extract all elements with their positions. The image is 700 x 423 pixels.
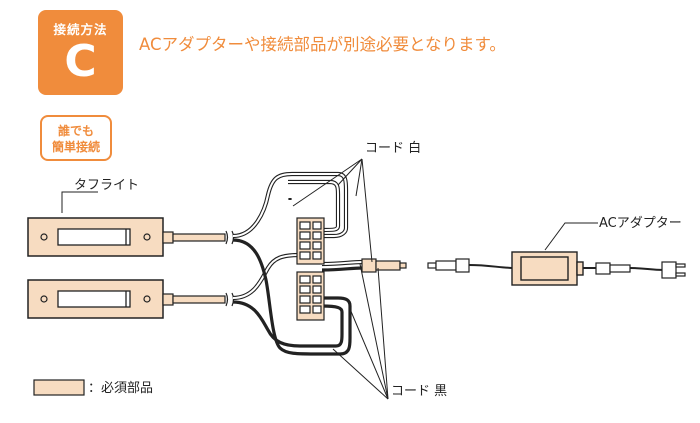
- legend-swatch: [33, 379, 85, 396]
- cord-break-marks: [225, 230, 235, 307]
- tape-light-unit-top: [27, 217, 226, 257]
- easy-tag-line2: 簡単接続: [51, 140, 100, 154]
- ac-adapter-body: [511, 251, 584, 286]
- easy-connection-tag: 誰でも 簡単接続: [40, 115, 112, 161]
- method-badge-title: 接続方法: [53, 22, 108, 37]
- easy-tag-line1: 誰でも: [57, 124, 94, 138]
- label-tape-light: タフライト: [74, 178, 139, 193]
- dc-plug-male: [361, 258, 407, 273]
- black-cord-paths: [232, 198, 363, 356]
- adapter-dc-cord: [468, 264, 516, 269]
- leader-lines: [61, 158, 598, 400]
- dc-plug-female: [427, 258, 470, 273]
- label-ac-adapter: ACアダプター: [599, 216, 682, 231]
- method-badge: 接続方法 C: [38, 10, 123, 95]
- label-cord-black: コード 黒: [391, 384, 447, 399]
- connector-block-upper: [296, 217, 325, 265]
- legend-label: ：必須部品: [88, 381, 153, 396]
- wall-plug-cord: [629, 267, 665, 271]
- method-badge-letter: C: [64, 36, 97, 87]
- tape-light-unit-bottom: [27, 279, 226, 319]
- wall-plug: [661, 261, 686, 279]
- headline-text: ACアダプターや接続部品が別途必要となります。: [139, 35, 506, 54]
- ac-inlet-plug: [595, 262, 631, 275]
- white-cord-paths: [232, 171, 363, 301]
- label-cord-white: コード 白: [365, 140, 421, 156]
- connector-block-lower: [296, 271, 325, 321]
